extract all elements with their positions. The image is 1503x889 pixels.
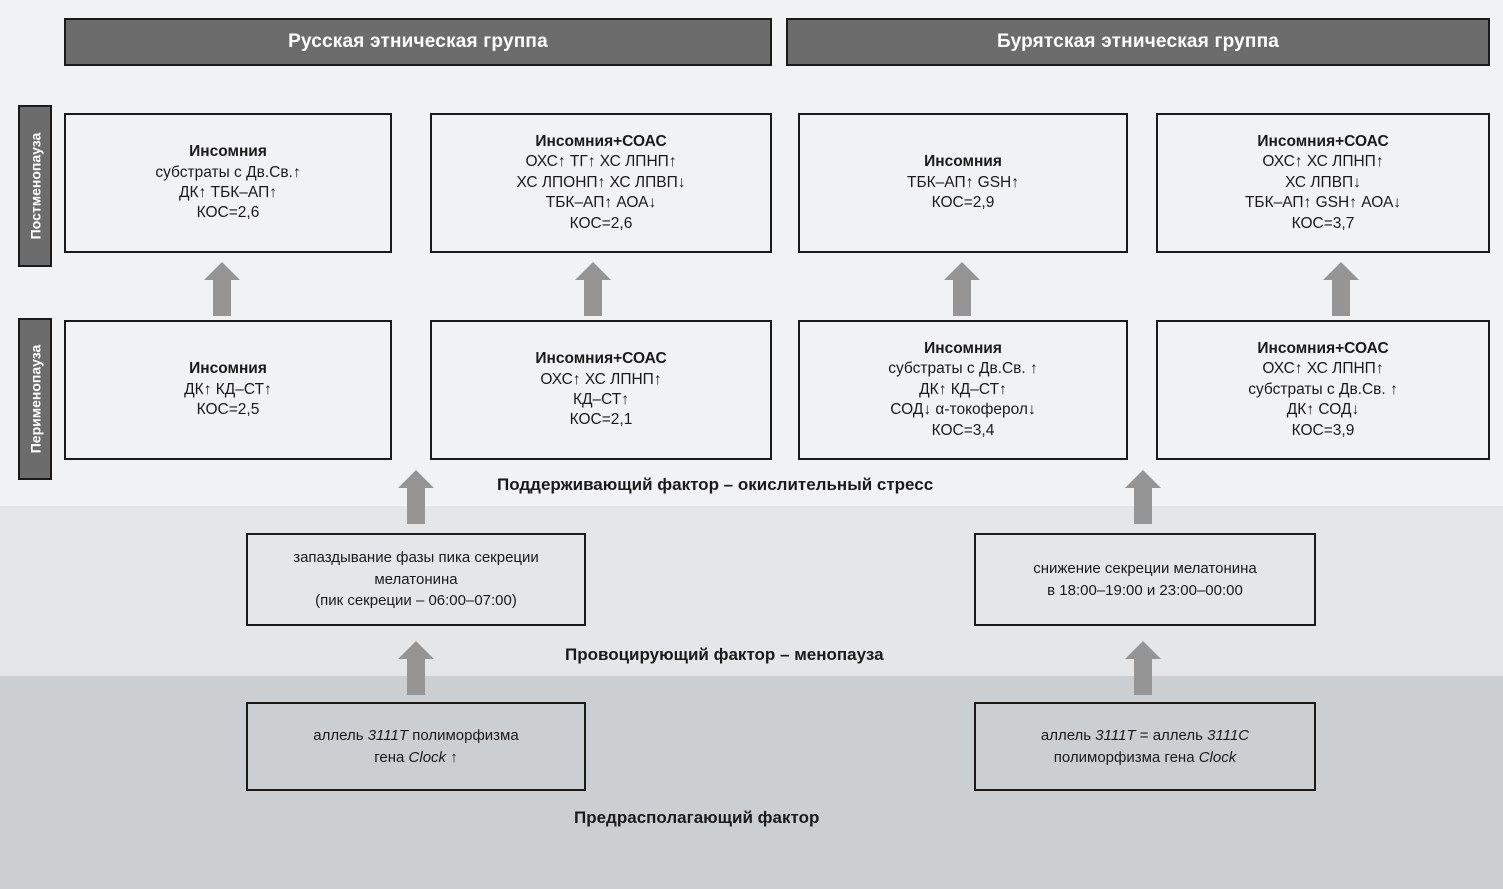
box-title: Инсомния: [924, 153, 1002, 171]
group-header-buryat-label: Бурятская этническая группа: [996, 31, 1280, 52]
gene-text: ↑: [446, 748, 458, 766]
side-label-perimenopause: Перименопауза: [18, 318, 52, 480]
gene-text: аллель: [313, 726, 368, 744]
box-post-russian-insomnia: Инсомния субстраты с Дв.Св.↑ ДК↑ ТБК–АП↑…: [64, 113, 392, 253]
box-gene-buryat: аллель 3111T = аллель 3111C полиморфизма…: [974, 702, 1316, 791]
arrow-up-icon: [398, 641, 434, 695]
factor-line: в 18:00–19:00 и 23:00–00:00: [1047, 581, 1243, 599]
factor-line: аллель 3111T полиморфизма: [313, 725, 518, 747]
box-line: ДК↑ КД–СТ↑: [184, 380, 272, 398]
group-header-russian-label: Русская этническая группа: [288, 31, 548, 52]
box-peri-russian-insomnia-osas: Инсомния+СОАС ОХС↑ ХС ЛПНП↑ КД–СТ↑ КОС=2…: [430, 320, 772, 460]
box-melatonin-buryat: снижение секреции мелатонина в 18:00–19:…: [974, 533, 1316, 626]
box-title: Инсомния+СОАС: [535, 350, 667, 368]
box-line: ОХС↑ ТГ↑ ХС ЛПНП↑: [525, 153, 677, 171]
box-title: Инсомния+СОАС: [535, 132, 667, 150]
box-line: КОС=3,7: [1291, 214, 1355, 232]
arrow-up-icon: [944, 262, 980, 316]
box-post-russian-insomnia-osas: Инсомния+СОАС ОХС↑ ТГ↑ ХС ЛПНП↑ ХС ЛПОНП…: [430, 113, 772, 253]
gene-text: гена: [374, 748, 409, 766]
box-post-buryat-insomnia-osas: Инсомния+СОАС ОХС↑ ХС ЛПНП↑ ХС ЛПВП↓ ТБК…: [1156, 113, 1490, 253]
box-line: ТБК–АП↑ GSH↑ АОА↓: [1244, 194, 1402, 212]
arrow-up-icon: [204, 262, 240, 316]
box-line: ДК↑ КД–СТ↑: [919, 380, 1007, 398]
gene-allele: 3111T: [367, 726, 409, 744]
box-line: ХС ЛПВП↓: [1285, 173, 1361, 191]
box-gene-russian: аллель 3111T полиморфизма гена Clock ↑: [246, 702, 586, 791]
gene-name: Clock: [408, 748, 447, 766]
box-line: КОС=3,4: [931, 421, 995, 439]
box-line: ОХС↑ ХС ЛПНП↑: [1262, 153, 1384, 171]
box-peri-russian-insomnia: Инсомния ДК↑ КД–СТ↑ КОС=2,5: [64, 320, 392, 460]
arrow-up-icon: [1125, 641, 1161, 695]
box-melatonin-russian: запаздывание фазы пика секреции мелатони…: [246, 533, 586, 626]
box-line: ТБК–АП↑ АОА↓: [545, 194, 657, 212]
gene-allele: 3111T: [1095, 726, 1136, 744]
box-line: КОС=2,1: [569, 411, 633, 429]
factor-line: (пик секреции – 06:00–07:00): [315, 592, 517, 610]
background-band-predisposing: [0, 676, 1503, 889]
box-peri-buryat-insomnia-osas: Инсомния+СОАС ОХС↑ ХС ЛПНП↑ субстраты с …: [1156, 320, 1490, 460]
box-title: Инсомния: [189, 143, 267, 161]
arrow-up-icon: [1125, 470, 1161, 524]
gene-allele-2: 3111C: [1207, 726, 1250, 744]
box-line: ДК↑ ТБК–АП↑: [179, 184, 277, 201]
box-line: субстраты с Дв.Св.↑: [155, 163, 301, 181]
factor-line: аллель 3111T = аллель 3111C: [1041, 725, 1249, 747]
box-line: КД–СТ↑: [572, 391, 630, 408]
box-line: субстраты с Дв.Св. ↑: [1248, 380, 1398, 398]
box-line: ОХС↑ ХС ЛПНП↑: [1262, 360, 1384, 378]
box-line: КОС=2,6: [196, 204, 260, 222]
box-line: ХС ЛПОНП↑ ХС ЛПВП↓: [516, 173, 686, 191]
caption-predisposing-factor: Предрасполагающий фактор: [574, 808, 820, 827]
background-band-supporting: [0, 0, 1503, 506]
box-peri-buryat-insomnia: Инсомния субстраты с Дв.Св. ↑ ДК↑ КД–СТ↑…: [798, 320, 1128, 460]
factor-line: запаздывание фазы пика секреции: [293, 548, 539, 566]
box-line: ДК↑ СОД↓: [1286, 401, 1360, 419]
box-title: Инсомния: [189, 360, 267, 378]
box-line: КОС=2,6: [569, 214, 633, 232]
factor-line: полиморфизма гена Clock: [1054, 747, 1236, 769]
gene-text: полиморфизма: [408, 726, 519, 744]
factor-line: гена Clock ↑: [374, 747, 457, 769]
side-label-postmenopause-text: Постменопауза: [27, 132, 44, 240]
box-post-buryat-insomnia: Инсомния ТБК–АП↑ GSH↑ КОС=2,9: [798, 113, 1128, 253]
box-line: КОС=3,9: [1291, 421, 1355, 439]
caption-triggering-factor: Провоцирующий фактор – менопауза: [565, 645, 884, 664]
box-line: ТБК–АП↑ GSH↑: [907, 173, 1019, 191]
gene-text: аллель: [1040, 726, 1096, 744]
box-line: КОС=2,9: [931, 194, 995, 212]
box-line: ОХС↑ ХС ЛПНП↑: [540, 370, 662, 388]
arrow-up-icon: [575, 262, 611, 316]
box-line: СОД↓ α-токоферол↓: [890, 401, 1036, 419]
side-label-perimenopause-text: Перименопауза: [27, 344, 43, 454]
box-title: Инсомния: [924, 339, 1002, 357]
gene-name: Clock: [1198, 748, 1237, 766]
arrow-up-icon: [398, 470, 434, 524]
group-header-buryat: Бурятская этническая группа: [786, 18, 1490, 66]
box-line: субстраты с Дв.Св. ↑: [888, 360, 1038, 378]
gene-text: полиморфизма гена: [1053, 748, 1199, 766]
box-title: Инсомния+СОАС: [1257, 132, 1389, 150]
side-label-postmenopause: Постменопауза: [18, 105, 52, 267]
caption-supporting-factor: Поддерживающий фактор – окислительный ст…: [497, 475, 934, 494]
group-header-russian: Русская этническая группа: [64, 18, 772, 66]
arrow-up-icon: [1323, 262, 1359, 316]
gene-text: = аллель: [1135, 726, 1208, 744]
box-line: КОС=2,5: [196, 401, 260, 419]
box-title: Инсомния+СОАС: [1257, 339, 1389, 357]
factor-line: мелатонина: [374, 570, 458, 588]
factor-line: снижение секреции мелатонина: [1033, 559, 1257, 577]
